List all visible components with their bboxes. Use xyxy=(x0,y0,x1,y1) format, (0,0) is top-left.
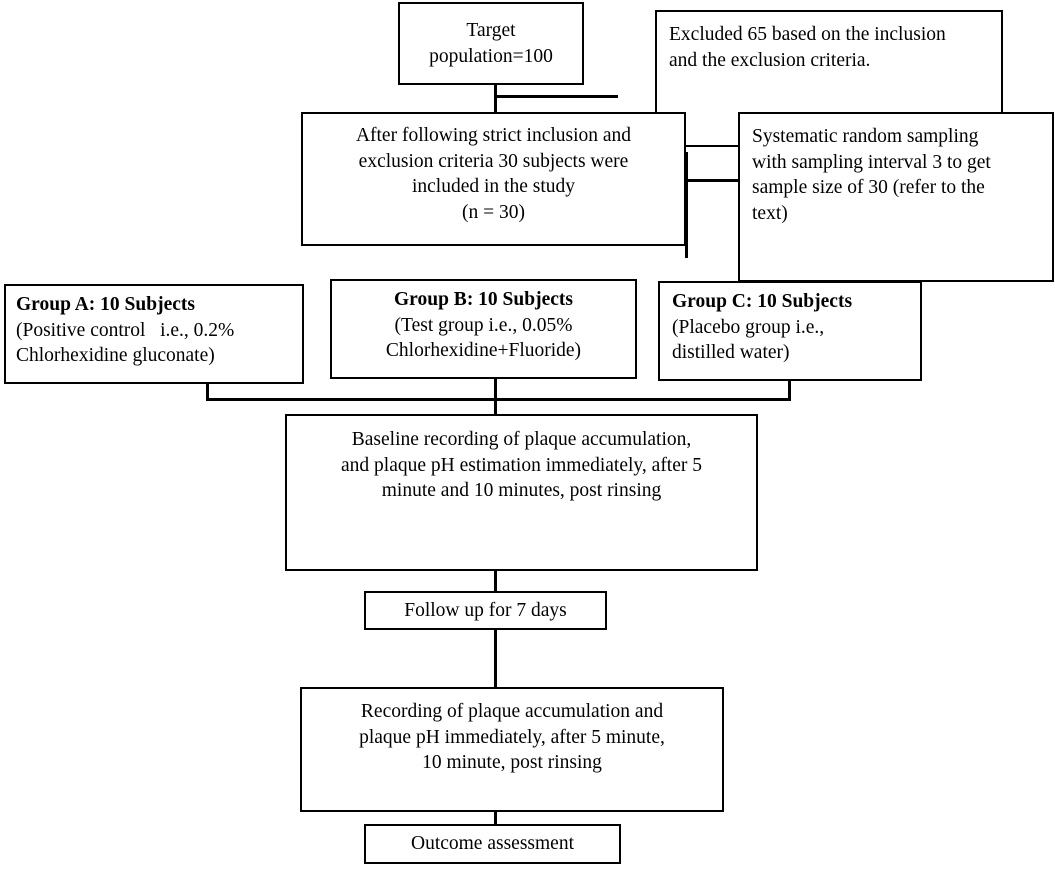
group-b-header-rest: : 10 Subjects xyxy=(466,289,573,310)
group-b-line-2: Chlorhexidine+Fluoride) xyxy=(385,340,582,362)
connector-group-b-stub xyxy=(494,378,497,401)
group-c-header-rest: : 10 Subjects xyxy=(745,291,853,312)
group-c-header-bold: Group C xyxy=(672,291,746,312)
target-population-line-2: population=100 xyxy=(429,46,553,67)
group-a-line-2: Chlorhexidine gluconate) xyxy=(16,345,215,367)
node-inclusion-result: After following strict inclusion and exc… xyxy=(301,112,686,246)
connector-groups-bus xyxy=(206,398,791,401)
inclusion-result-line-1: After following strict inclusion and xyxy=(355,125,632,146)
excluded-line-2: and the exclusion criteria. xyxy=(669,49,871,71)
outcome-line-1: Outcome assessment xyxy=(410,833,574,855)
follow-up-line-1: Follow up for 7 days xyxy=(404,599,567,621)
group-c-line-1: (Placebo group i.e., xyxy=(672,316,825,338)
baseline-recording-line-2: and plaque pH estimation immediately, af… xyxy=(341,454,702,476)
inclusion-result-line-3: included in the study xyxy=(411,176,576,198)
group-b-line-1: (Test group i.e., 0.05% xyxy=(394,314,573,336)
connector-target-down xyxy=(494,84,497,114)
connector-bus-to-baseline xyxy=(494,398,497,416)
node-target-population: Target population=100 xyxy=(398,2,584,85)
node-post-recording: Recording of plaque accumulation and pla… xyxy=(300,687,724,812)
group-b-header: Group B: 10 Subjects xyxy=(340,287,627,313)
group-a-line-1: (Positive control i.e., 0.2% xyxy=(16,319,235,341)
node-group-a: Group A: 10 Subjects (Positive control i… xyxy=(4,284,304,384)
inclusion-result-line-4: (n = 30) xyxy=(462,202,525,224)
connector-inclusion-right-vertical xyxy=(685,152,688,258)
connector-baseline-to-followup xyxy=(494,569,497,593)
post-recording-line-2: plaque pH immediately, after 5 minute, xyxy=(359,726,665,748)
connector-group-c-stub xyxy=(788,380,791,401)
connector-target-to-excluded xyxy=(494,95,618,98)
group-c-line-2: distilled water) xyxy=(672,342,790,364)
baseline-recording-line-1: Baseline recording of plaque accumulatio… xyxy=(351,429,692,450)
node-baseline-recording: Baseline recording of plaque accumulatio… xyxy=(285,414,758,571)
node-group-b: Group B: 10 Subjects (Test group i.e., 0… xyxy=(330,279,637,379)
node-group-c: Group C: 10 Subjects (Placebo group i.e.… xyxy=(658,281,922,381)
connector-group-a-stub xyxy=(206,383,209,401)
connector-inclusion-to-sampling xyxy=(685,179,740,182)
post-recording-line-3: 10 minute, post rinsing xyxy=(422,752,602,774)
excluded-line-1: Excluded 65 based on the inclusion xyxy=(669,24,946,45)
sampling-method-line-3: sample size of 30 (refer to the xyxy=(752,177,985,199)
baseline-recording-line-3: minute and 10 minutes, post rinsing xyxy=(381,480,662,502)
sampling-method-line-2: with sampling interval 3 to get xyxy=(752,151,991,173)
connector-followup-to-recording xyxy=(494,628,497,688)
group-c-header: Group C: 10 Subjects xyxy=(672,289,912,315)
target-population-line-1: Target xyxy=(466,20,516,42)
connector-recording-to-outcome xyxy=(494,810,497,827)
post-recording-line-1: Recording of plaque accumulation and xyxy=(360,701,664,722)
node-outcome: Outcome assessment xyxy=(364,824,621,864)
group-b-header-bold: Group B xyxy=(394,289,467,310)
inclusion-result-line-2: exclusion criteria 30 subjects were xyxy=(358,150,629,172)
group-a-header: Group A: 10 Subjects xyxy=(16,294,195,315)
sampling-method-line-4: text) xyxy=(752,203,788,225)
node-follow-up: Follow up for 7 days xyxy=(364,591,607,630)
node-sampling-method: Systematic random sampling with sampling… xyxy=(738,112,1054,282)
sampling-method-line-1: Systematic random sampling xyxy=(752,126,979,147)
